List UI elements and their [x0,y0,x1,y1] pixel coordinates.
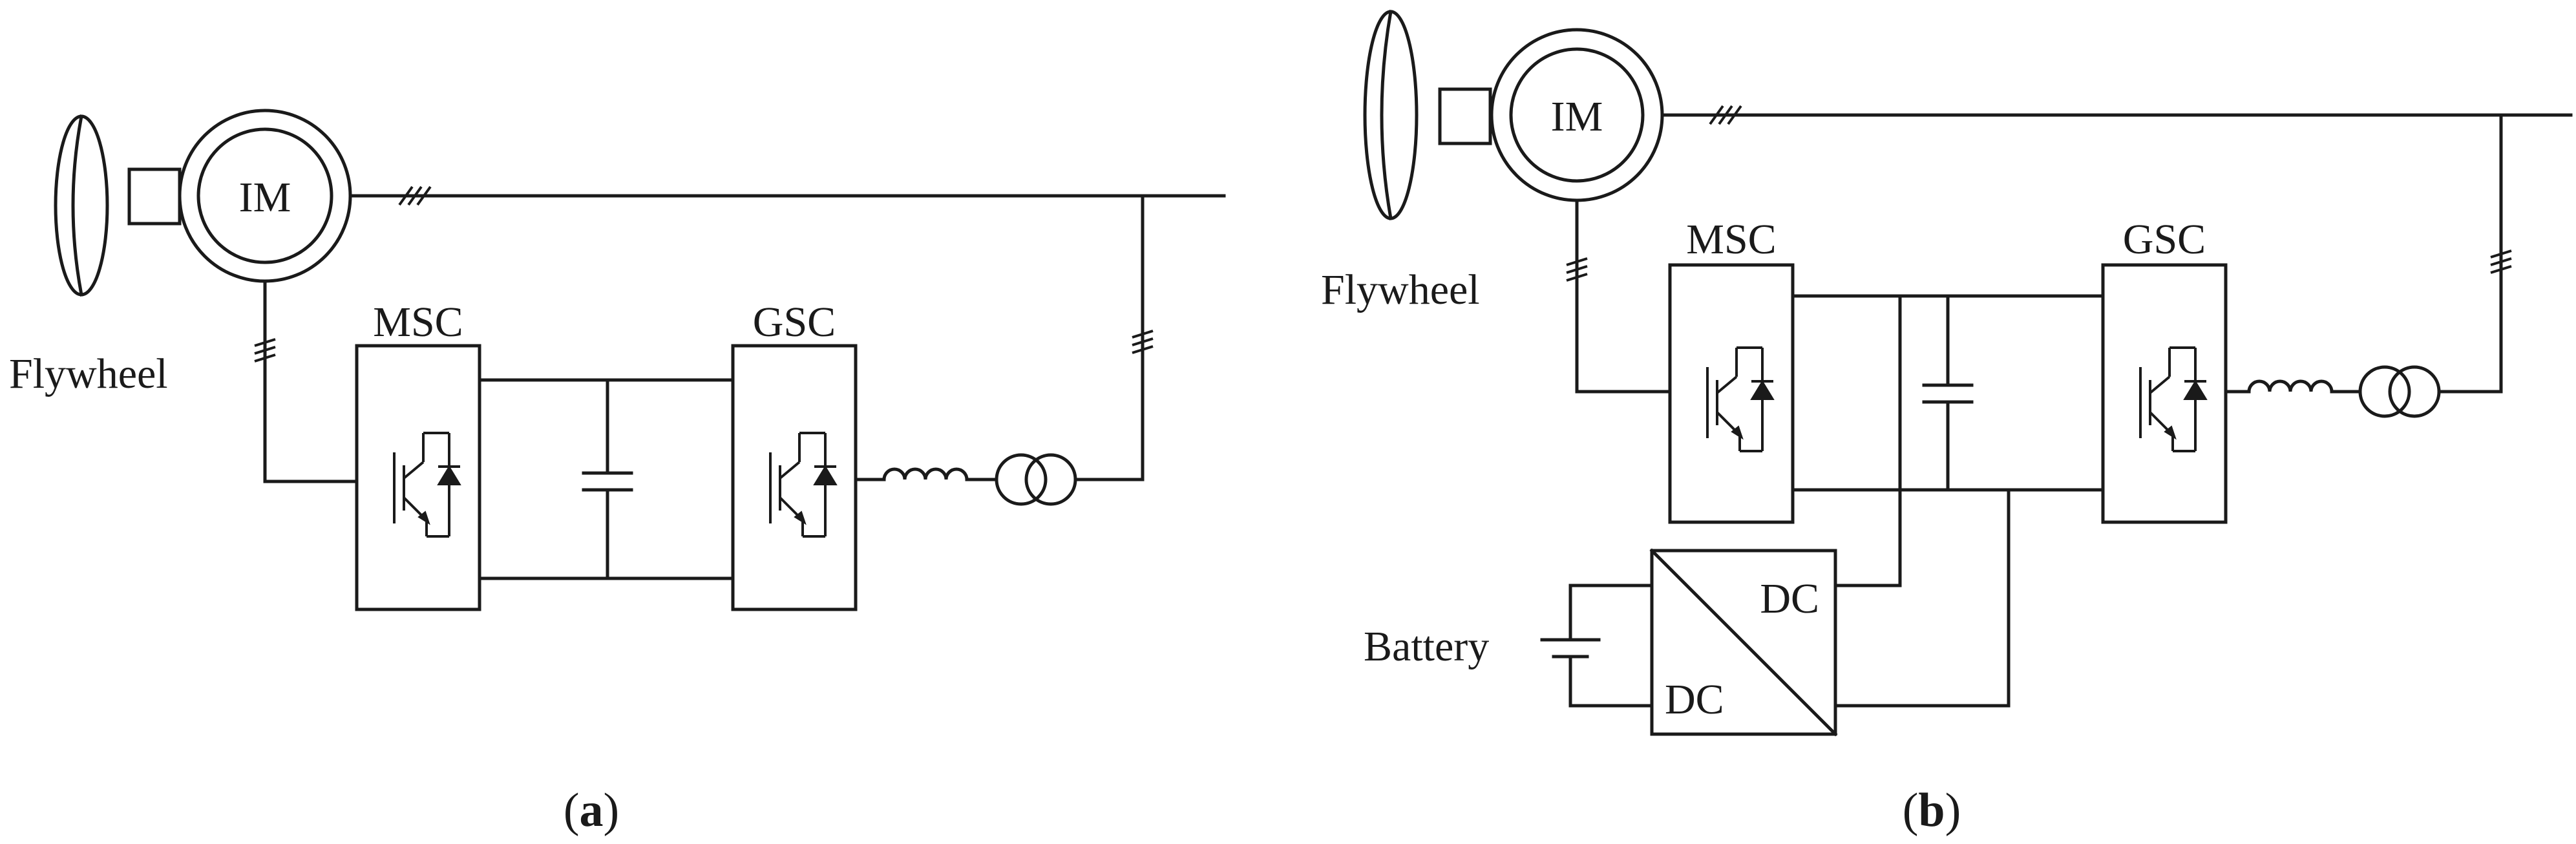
three-phase-mark-a-right [1131,330,1154,354]
gsc-box-a [731,344,858,611]
dcdc-bottom-label: DC [1665,676,1724,723]
caption-open-b: ( [1903,784,1919,837]
gsc-box-b [2101,263,2228,524]
induction-machine-b: IM [1490,28,1664,202]
three-phase-mark-a-left [253,338,277,363]
igbt-symbol-msc-b [1706,346,1775,452]
msc-box-b [1668,263,1795,524]
msc-label-a: MSC [373,299,463,346]
gsc-label-a: GSC [753,299,836,346]
transformer-to-bus-wire-a [1073,194,1145,481]
flywheel-label-b: Flywheel [1321,266,1480,313]
caption-close-b: ) [1945,784,1961,837]
caption-a: (a) [564,784,619,837]
three-phase-mark-b-right [2489,249,2513,274]
dcdc-to-dc-link-top-wire [1833,294,1902,587]
transformer-a [995,453,1077,506]
im-label-b: IM [1551,93,1603,140]
dcdc-to-dc-link-bottom-wire [1833,488,2011,708]
transformer-b [2358,365,2441,418]
caption-letter-a: a [580,784,604,837]
caption-b: (b) [1903,784,1961,837]
induction-machine-a: IM [178,109,352,283]
caption-close-a: ) [604,784,620,837]
igbt-symbol-msc-a [393,432,461,538]
battery-label: Battery [1364,623,1489,670]
diagram-b: IM MSC GSC [1321,10,2573,837]
diagram-a: IM MSC GSC [9,109,1226,837]
machine-to-msc-wire-a [263,279,359,483]
dcdc-top-label: DC [1760,575,1819,622]
inductor-a [882,467,969,481]
three-phase-mark-b-left [1565,257,1589,282]
igbt-symbol-gsc-b [2139,346,2208,452]
caption-letter-b: b [1918,784,1945,837]
battery [1540,584,1654,708]
caption-open-a: ( [564,784,580,837]
igbt-symbol-gsc-a [769,432,838,538]
inductor-b [2247,379,2334,394]
msc-label-b: MSC [1686,216,1776,263]
flywheel-label-a: Flywheel [9,350,168,397]
im-label-a: IM [239,174,291,221]
dcdc-converter: DC DC [1649,548,1838,737]
flywheel-b [1363,10,1492,220]
transformer-to-bus-wire-b [2437,113,2503,394]
flywheel-a [54,114,182,297]
dc-capacitor-a [582,378,633,580]
msc-box-a [355,344,481,611]
gsc-label-b: GSC [2123,216,2206,263]
machine-to-msc-wire-b [1575,198,1672,394]
dc-capacitor-b [1922,294,1974,492]
